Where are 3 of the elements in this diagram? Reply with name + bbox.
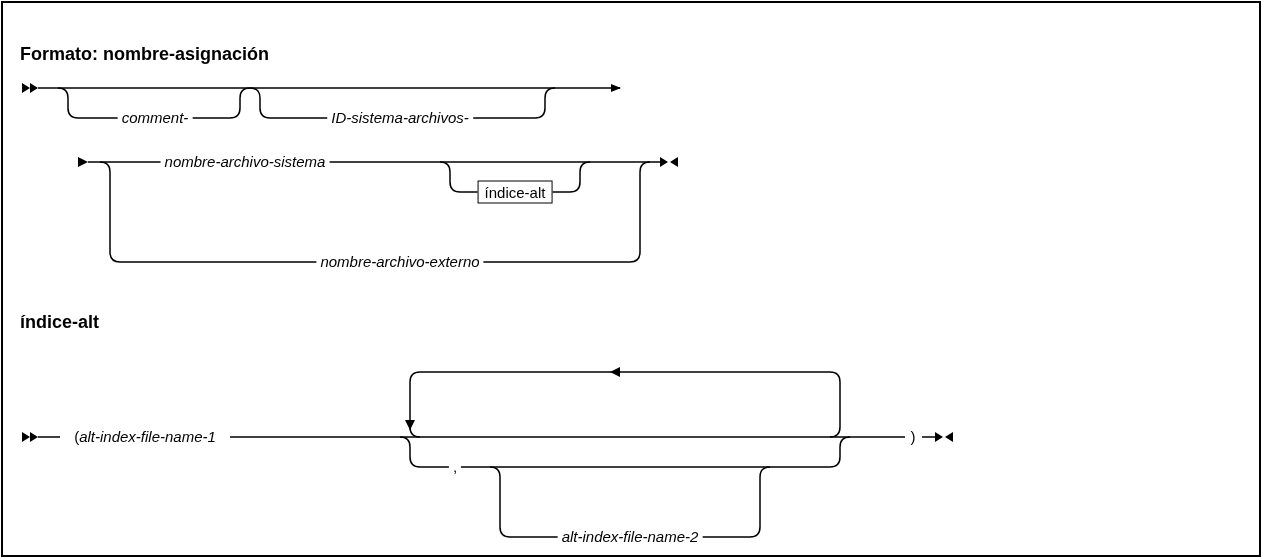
section-heading: índice-alt (20, 312, 99, 333)
section-heading: Formato: nombre-asignación (20, 44, 270, 65)
syntax-fragment-box: índice-alt (477, 180, 553, 204)
